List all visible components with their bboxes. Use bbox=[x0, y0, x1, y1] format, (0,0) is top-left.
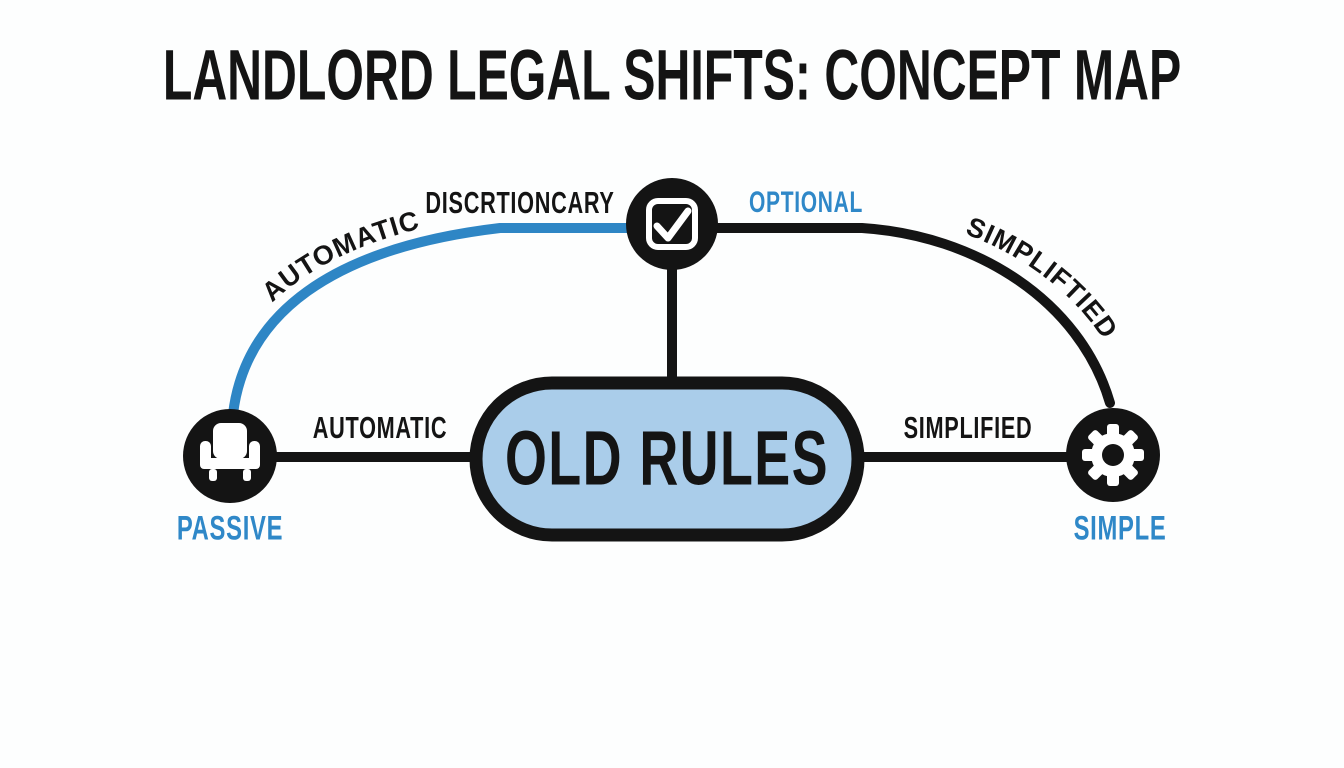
passive-node bbox=[183, 409, 277, 503]
checkbox-check-icon bbox=[646, 198, 698, 250]
armchair-icon bbox=[200, 423, 260, 481]
simple-caption: SIMPLE bbox=[1073, 509, 1167, 548]
simple-node bbox=[1066, 408, 1160, 502]
edge-label-simpliftied-curved: SIMPLIFTIED bbox=[962, 211, 1124, 344]
edge-label-automatic-curved: AUTOMATIC bbox=[256, 205, 423, 307]
page-title: LANDLORD LEGAL SHIFTS: CONCEPT MAP bbox=[162, 36, 1182, 116]
checkbox-node bbox=[626, 178, 718, 270]
old-rules-node bbox=[469, 376, 865, 542]
edge-label-automatic: AUTOMATIC bbox=[312, 410, 448, 445]
edge-label-optional: OPTIONAL bbox=[748, 186, 864, 219]
edge-checkbox-to-simple-curve bbox=[703, 223, 1115, 408]
edge-passive-to-checkbox-curve bbox=[228, 223, 641, 419]
edge-label-simplified: SIMPLIFIED bbox=[903, 410, 1033, 445]
edge-label-discrtioncary: DISCRTIONCARY bbox=[425, 185, 615, 220]
gear-icon bbox=[1082, 424, 1144, 486]
old-rules-label: OLD RULES bbox=[504, 415, 830, 502]
checkbox-node-circle bbox=[626, 178, 718, 270]
passive-caption: PASSIVE bbox=[176, 509, 284, 548]
